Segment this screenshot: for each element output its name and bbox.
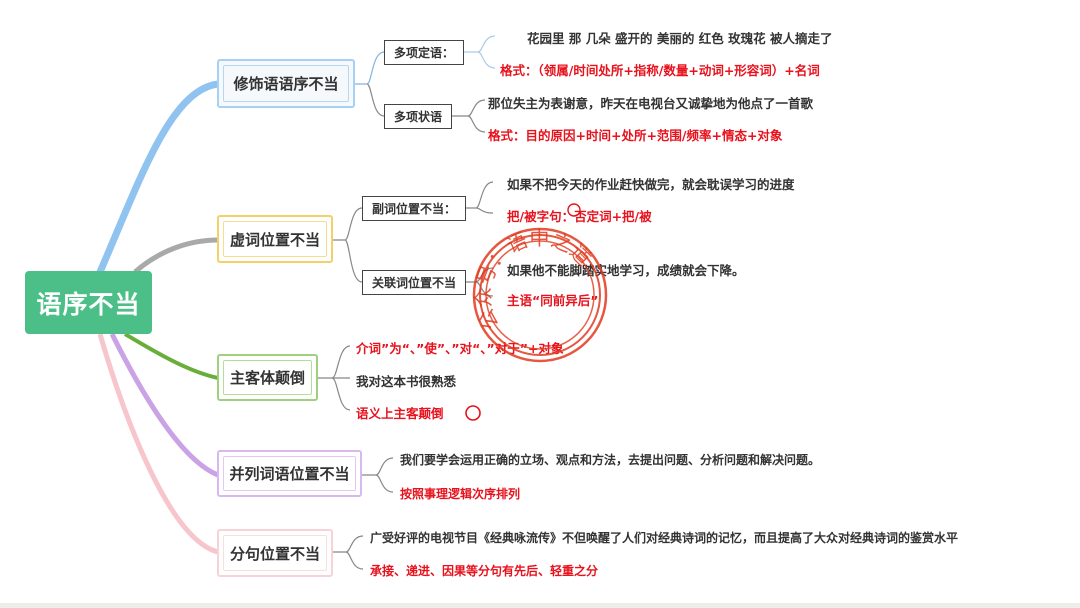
leaf-rule: 格式：目的原因+时间+处所+范围/频率+情态+对象 — [488, 128, 783, 143]
leaf-example: 如果他不能脚踏实地学习，成绩就会下降。 — [507, 263, 745, 278]
topic-parallel-word-position[interactable]: 并列词语位置不当 — [217, 450, 362, 497]
subtopic-label: 副词位置不当： — [371, 202, 456, 216]
leaf-rule: 承接、递进、因果等分句有先后、轻重之分 — [370, 564, 599, 578]
topic-label: 修饰语语序不当 — [233, 75, 339, 93]
leaf-example: 广受好评的电视节目《经典咏流传》不但唤醒了人们对经典诗词的记忆，而且提高了大众对… — [370, 531, 959, 545]
circle-mark-icon — [465, 405, 481, 421]
bottom-edge — [0, 603, 1080, 608]
leaf-rule: 按照事理逻辑次序排列 — [400, 487, 521, 501]
topic-clause-position[interactable]: 分句位置不当 — [217, 529, 333, 577]
leaf-example: 那位失主为表谢意，昨天在电视台又诚挚地为他点了一首歌 — [488, 96, 814, 111]
leaf-example: 我对这本书很熟悉 — [356, 374, 457, 389]
root-topic-label: 语序不当 — [36, 289, 141, 319]
svg-text:公众号：语中之道: 公众号：语中之道 — [471, 226, 596, 334]
topic-function-word-position[interactable]: 虚词位置不当 — [217, 215, 333, 263]
topic-subject-object-inversion[interactable]: 主客体颠倒 — [217, 354, 318, 401]
leaf-example: 我们要学会运用正确的立场、观点和方法，去提出问题、分析问题和解决问题。 — [400, 453, 821, 467]
subtopic-label: 多项状语 — [393, 110, 442, 124]
subtopic-label: 多项定语： — [393, 46, 454, 60]
watermark-text: 公众号：语中之道 — [471, 226, 596, 334]
topic-label: 主客体颠倒 — [229, 369, 305, 387]
leaf-rule: 格式：（领属/时间处所+指称/数量+动词+形容词）+名词 — [500, 63, 820, 78]
topic-label: 分句位置不当 — [229, 544, 320, 563]
subtopic-adverb-position[interactable]: 副词位置不当： — [362, 196, 466, 221]
leaf-rule: 介词”为“、”使”、”对“、”对于”+对象 — [356, 341, 564, 356]
subtopic-multi-adverbial[interactable]: 多项状语 — [384, 104, 452, 129]
subtopic-multi-attributive[interactable]: 多项定语： — [384, 40, 464, 65]
topic-label: 并列词语位置不当 — [229, 465, 350, 483]
subtopic-conjunction-position[interactable]: 关联词位置不当 — [362, 270, 466, 295]
leaf-rule: 把/被字句：否定词+把/被 — [507, 209, 652, 224]
subtopic-label: 关联词位置不当 — [371, 276, 456, 290]
leaf-rule: 主语“同前异后” — [507, 293, 599, 308]
leaf-rule: 语义上主客颠倒 — [356, 406, 444, 421]
circle-mark-icon — [567, 203, 581, 217]
topic-modifier-order[interactable]: 修饰语语序不当 — [217, 59, 355, 108]
root-topic[interactable]: 语序不当 — [25, 271, 152, 334]
topic-label: 虚词位置不当 — [229, 230, 320, 249]
leaf-example: 花园里 那 几朵 盛开的 美丽的 红色 玫瑰花 被人摘走了 — [527, 31, 833, 46]
leaf-example: 如果不把今天的作业赶快做完，就会耽误学习的进度 — [507, 177, 795, 192]
